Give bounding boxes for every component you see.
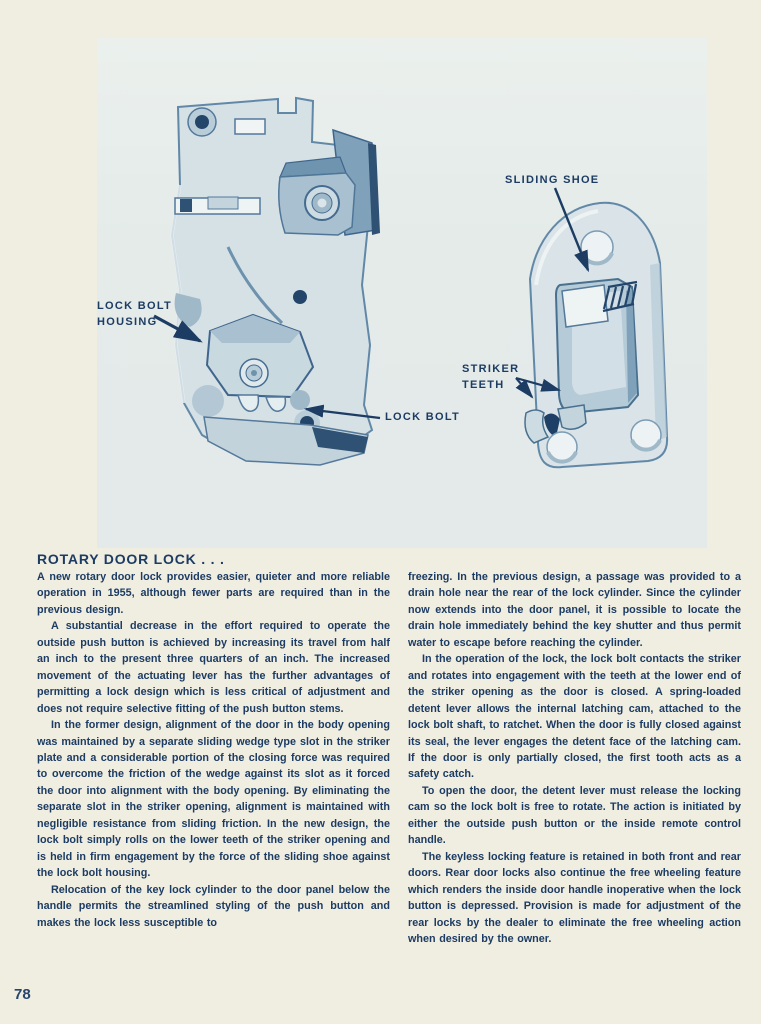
label-lock-bolt: LOCK BOLT (385, 411, 461, 423)
lock-bolt-housing-arrow (153, 314, 203, 343)
label-striker-teeth-line2: TEETH (462, 379, 505, 391)
page-title: ROTARY DOOR LOCK . . . (37, 551, 225, 567)
paragraph: In the operation of the lock, the lock b… (408, 653, 741, 781)
striker-teeth-arrows (515, 376, 562, 399)
label-striker-teeth-line1: STRIKER (462, 363, 520, 375)
paragraph: The keyless locking feature is retained … (408, 850, 741, 945)
figure-arrows (153, 187, 590, 420)
right-column: freezing. In the previous design, a pass… (408, 569, 741, 947)
paragraph: In the former design, alignment of the d… (37, 719, 390, 880)
sliding-shoe-arrow (553, 187, 590, 273)
label-sliding-shoe: SLIDING SHOE (505, 174, 600, 186)
paragraph: A substantial decrease in the effort req… (37, 620, 390, 715)
page-number: 78 (14, 986, 31, 1003)
label-striker-teeth: STRIKER TEETH (462, 361, 519, 393)
paragraph: A new rotary door lock provides easier, … (37, 571, 390, 616)
striker-plate-illustration (524, 201, 669, 469)
label-lock-bolt-housing-line2: HOUSING (97, 316, 158, 328)
left-column: A new rotary door lock provides easier, … (37, 569, 390, 931)
shoe-spring (602, 280, 638, 313)
paragraph: freezing. In the previous design, a pass… (408, 571, 741, 649)
label-lock-bolt-housing-line1: LOCK BOLT (97, 300, 173, 312)
paragraph: To open the door, the detent lever must … (408, 784, 741, 847)
paragraph: Relocation of the key lock cylinder to t… (37, 883, 390, 929)
lock-bolt-arrow (303, 404, 381, 420)
door-lock-mechanism-illustration (170, 96, 380, 466)
label-lock-bolt-housing: LOCK BOLT HOUSING (97, 298, 172, 330)
